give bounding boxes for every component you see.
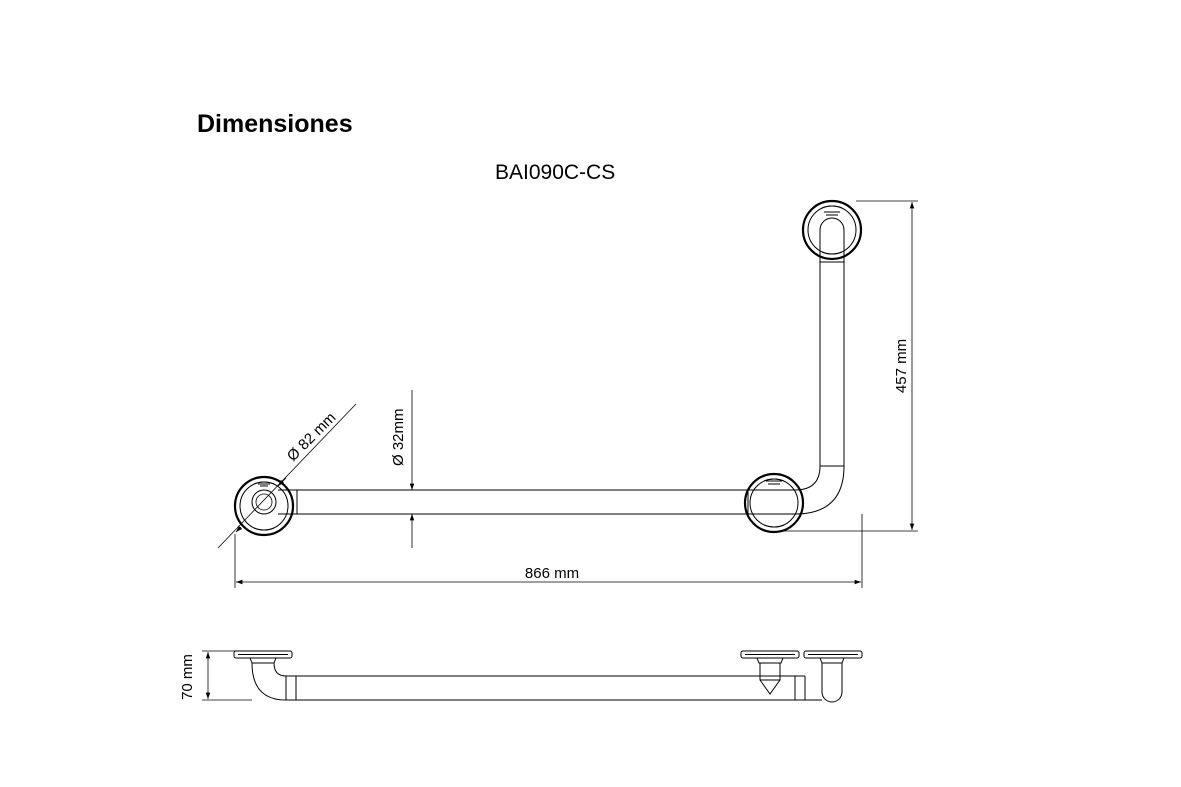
horizontal-tube <box>278 489 795 515</box>
corner-flange <box>743 472 805 534</box>
diameter-flange-label: Ø 82 mm <box>284 409 340 465</box>
dimension-height: 457 mm <box>782 200 918 532</box>
top-view <box>233 199 863 537</box>
dimension-diameter-tube: Ø 32mm <box>390 390 415 548</box>
vertical-tube <box>794 261 845 515</box>
dimension-length: 866 mm <box>234 514 863 588</box>
left-flange <box>233 475 295 537</box>
length-label: 866 mm <box>525 565 579 582</box>
dimension-diameter-flange: Ø 82 mm <box>217 403 357 549</box>
diameter-tube-label: Ø 32mm <box>390 408 407 466</box>
depth-label: 70 mm <box>179 654 196 700</box>
top-flange <box>801 199 863 262</box>
side-middle-flange <box>740 650 800 695</box>
height-label: 457 mm <box>893 339 910 393</box>
side-right-flange <box>794 650 863 703</box>
side-view <box>233 650 863 703</box>
dimension-depth: 70 mm <box>179 650 252 701</box>
model-code: BAI090C-CS <box>495 161 616 184</box>
side-left-flange <box>233 650 293 664</box>
section-heading: Dimensiones <box>197 110 353 138</box>
